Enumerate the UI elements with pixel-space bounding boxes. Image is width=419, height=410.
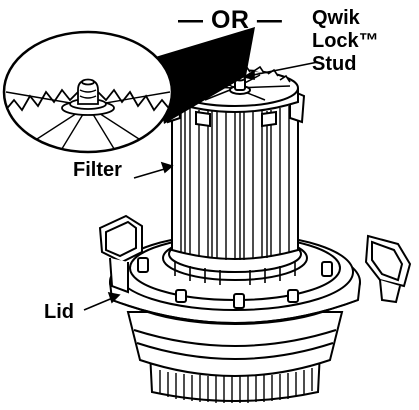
callout-pointer	[152, 27, 255, 124]
filter-label: Filter	[73, 159, 122, 181]
or-separator-label: — OR —	[178, 6, 283, 34]
stud-detail-callout	[2, 27, 255, 154]
leader-lines	[83, 61, 319, 311]
stud-label-line-1: Qwik	[312, 7, 360, 29]
qwik-lock-stud-label: Qwik Lock™ Stud	[312, 7, 412, 76]
lid-label: Lid	[44, 301, 74, 323]
stud-label-line-2: Lock™	[312, 30, 379, 52]
stud-label-line-3: Stud	[312, 53, 357, 75]
